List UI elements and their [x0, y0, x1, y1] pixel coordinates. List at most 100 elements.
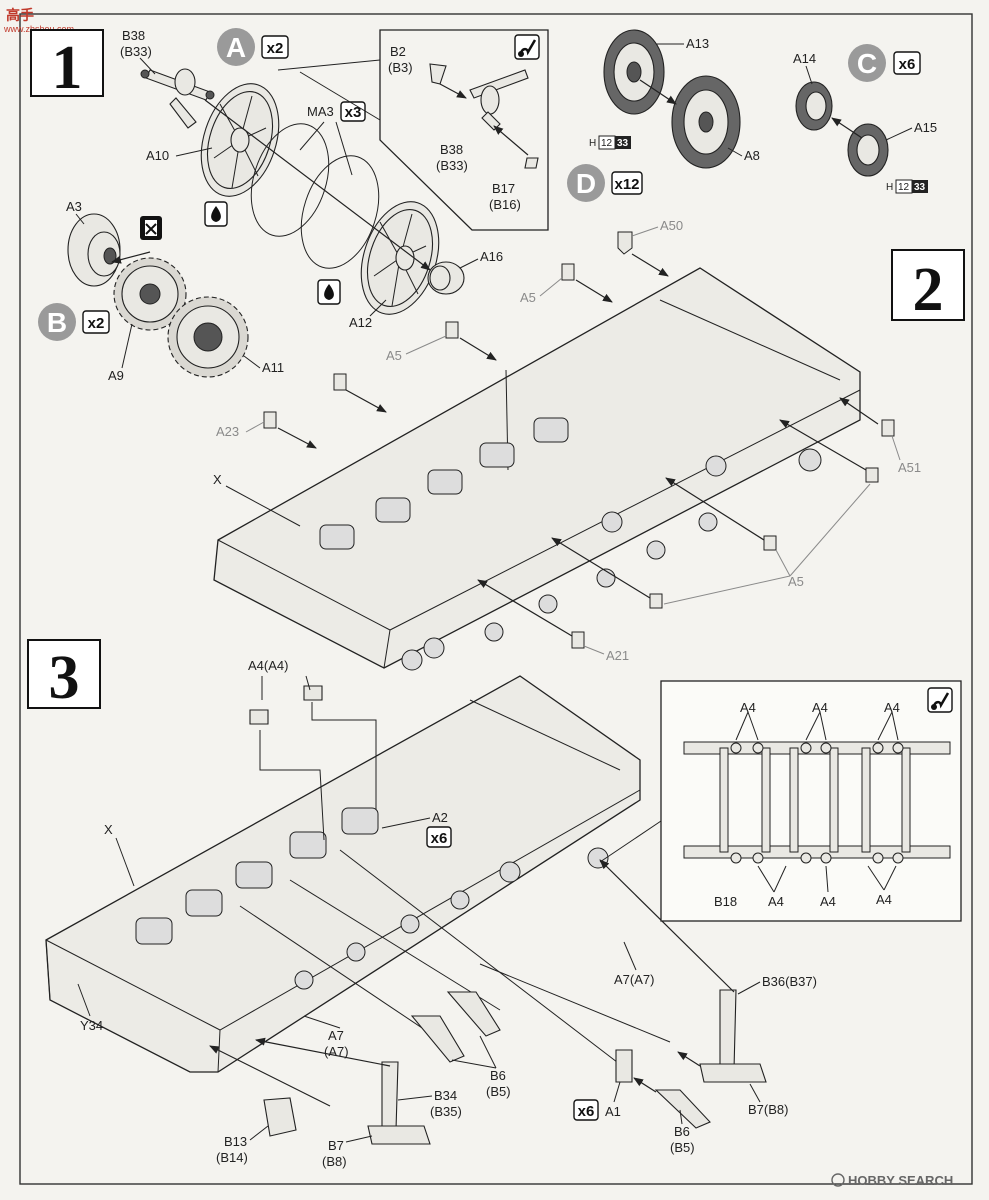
svg-text:A2: A2	[432, 810, 448, 825]
step-3-box	[27, 639, 101, 709]
svg-text:12: 12	[601, 138, 613, 149]
step3-arrows	[209, 859, 735, 1107]
hull-x-step2	[213, 267, 861, 671]
ma3-qty-badge: x3	[340, 101, 366, 122]
svg-text:B13: B13	[224, 1134, 247, 1149]
svg-text:A5: A5	[788, 574, 804, 589]
step-2-box	[891, 249, 965, 321]
svg-text:B7: B7	[328, 1138, 344, 1153]
svg-text:A50: A50	[660, 218, 683, 233]
svg-text:33: 33	[914, 182, 926, 193]
svg-text:B6: B6	[674, 1124, 690, 1139]
svg-text:Y34: Y34	[80, 1018, 103, 1033]
svg-text:A: A	[226, 32, 246, 63]
svg-text:B38: B38	[440, 142, 463, 157]
svg-text:A12: A12	[349, 315, 372, 330]
svg-text:x6: x6	[578, 1103, 595, 1120]
svg-text:(B14): (B14)	[216, 1150, 248, 1165]
subassembly-b-badge: B x2	[38, 303, 110, 341]
step-2-number: 2	[913, 256, 944, 324]
svg-text:x2: x2	[88, 315, 105, 332]
step-1-box	[30, 29, 104, 97]
svg-text:A10: A10	[146, 148, 169, 163]
svg-text:A4: A4	[768, 894, 784, 909]
svg-text:(B5): (B5)	[670, 1140, 695, 1155]
bracket-parts	[263, 231, 895, 649]
sprocket-a9	[113, 257, 187, 331]
hardness-mark: H 12 33	[886, 179, 928, 194]
svg-text:A23: A23	[216, 424, 239, 439]
svg-text:A4(A4): A4(A4)	[248, 658, 288, 673]
svg-text:A15: A15	[914, 120, 937, 135]
svg-text:(B8): (B8)	[322, 1154, 347, 1169]
step2-arrows	[277, 253, 879, 637]
svg-text:B17: B17	[492, 181, 515, 196]
svg-text:X: X	[213, 472, 222, 487]
svg-text:A8: A8	[744, 148, 760, 163]
inset-detail-b2	[277, 29, 549, 231]
svg-text:高手: 高手	[6, 7, 34, 23]
svg-text:A1: A1	[605, 1104, 621, 1119]
svg-text:A4: A4	[876, 892, 892, 907]
svg-text:H: H	[589, 138, 596, 149]
svg-text:H: H	[886, 182, 893, 193]
road-wheel-a8	[671, 75, 741, 169]
return-roller-a15	[847, 123, 889, 177]
svg-text:33: 33	[617, 138, 629, 149]
svg-text:x6: x6	[431, 830, 448, 847]
svg-text:B6: B6	[490, 1068, 506, 1083]
svg-text:A13: A13	[686, 36, 709, 51]
step-3-number: 3	[49, 644, 80, 712]
svg-text:B7(B8): B7(B8)	[748, 1102, 788, 1117]
svg-text:(B35): (B35)	[430, 1104, 462, 1119]
svg-text:x12: x12	[614, 176, 639, 193]
hull-x-step3	[45, 675, 641, 1073]
svg-text:A3: A3	[66, 199, 82, 214]
svg-text:C: C	[857, 48, 877, 79]
axle-b38	[140, 68, 215, 129]
svg-text:A5: A5	[386, 348, 402, 363]
suspension-arms	[263, 989, 767, 1145]
svg-text:B18: B18	[714, 894, 737, 909]
a1-qty-badge: x6	[573, 1099, 599, 1121]
step-1-number: 1	[52, 34, 83, 102]
hobby-search-watermark: HOBBY SEARCH	[831, 1173, 953, 1188]
step-3-section: 3	[27, 639, 962, 1169]
a2-qty-badge: x6	[426, 826, 452, 848]
torsion-bars	[239, 849, 671, 1073]
svg-text:A5: A5	[520, 290, 536, 305]
svg-text:D: D	[576, 168, 596, 199]
svg-text:(B3): (B3)	[388, 60, 413, 75]
svg-text:(A7): (A7)	[324, 1044, 349, 1059]
svg-text:HOBBY SEARCH: HOBBY SEARCH	[848, 1173, 953, 1188]
step-1-section: 1 A x2 B38 (B33)	[30, 28, 937, 383]
svg-text:A14: A14	[793, 51, 816, 66]
svg-text:A11: A11	[262, 360, 284, 375]
detail-inset-a4	[599, 680, 962, 922]
return-roller-a14	[795, 81, 833, 131]
page-frame	[19, 13, 973, 1185]
final-drive-a3	[67, 213, 121, 287]
svg-text:(B33): (B33)	[436, 158, 468, 173]
svg-text:B36(B37): B36(B37)	[762, 974, 817, 989]
svg-text:x2: x2	[267, 40, 284, 57]
svg-text:A7: A7	[328, 1028, 344, 1043]
svg-text:A21: A21	[606, 648, 629, 663]
svg-text:(B16): (B16)	[489, 197, 521, 212]
rubber-rings-ma3	[250, 123, 380, 269]
sprocket-a11	[167, 296, 249, 378]
step-2-section: 2	[213, 218, 965, 671]
subassembly-a-badge: A x2	[217, 28, 289, 66]
svg-text:12: 12	[898, 182, 910, 193]
no-glue-icon	[140, 216, 162, 240]
subassembly-c-badge: C x6	[848, 44, 921, 82]
svg-text:A4: A4	[820, 894, 836, 909]
svg-text:A9: A9	[108, 368, 124, 383]
hub-cap-a16	[427, 261, 465, 295]
svg-text:A51: A51	[898, 460, 921, 475]
svg-text:A16: A16	[480, 249, 503, 264]
svg-text:X: X	[104, 822, 113, 837]
glue-icon	[204, 201, 228, 227]
svg-text:A7(A7): A7(A7)	[614, 972, 654, 987]
svg-text:A4: A4	[884, 700, 900, 715]
